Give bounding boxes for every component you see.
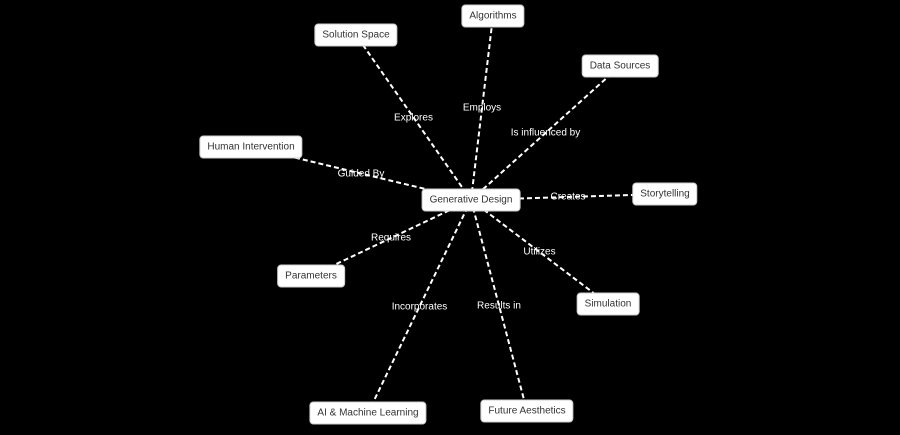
node-ai[interactable]: AI & Machine Learning bbox=[309, 401, 427, 425]
node-st[interactable]: Storytelling bbox=[632, 182, 698, 206]
node-fa[interactable]: Future Aesthetics bbox=[480, 399, 574, 423]
edge-label: Is influenced by bbox=[510, 127, 581, 139]
edge-ss bbox=[355, 34, 472, 201]
edge-label: Results in bbox=[477, 300, 521, 311]
node-hi[interactable]: Human Intervention bbox=[199, 135, 303, 159]
edge-fa bbox=[470, 199, 528, 412]
edge-label: Creates bbox=[550, 191, 586, 203]
edge-label: Guided By bbox=[337, 168, 385, 179]
node-si[interactable]: Simulation bbox=[576, 292, 640, 316]
edge-label: Utilizes bbox=[523, 246, 556, 258]
edge-label: Requires bbox=[370, 232, 412, 244]
edge-ds bbox=[470, 65, 621, 201]
node-al[interactable]: Algorithms bbox=[461, 4, 525, 28]
edge-si bbox=[470, 199, 609, 305]
node-pa[interactable]: Parameters bbox=[277, 264, 345, 288]
edge-al bbox=[470, 15, 494, 201]
node-ss[interactable]: Solution Space bbox=[314, 23, 398, 47]
edge-label: Explores bbox=[394, 112, 433, 123]
edge-label: Incorporates bbox=[391, 301, 448, 312]
node-ds[interactable]: Data Sources bbox=[581, 54, 659, 78]
edge-label: Employs bbox=[462, 102, 502, 114]
node-gd[interactable]: Generative Design bbox=[421, 188, 521, 212]
edge-pa bbox=[310, 199, 472, 277]
